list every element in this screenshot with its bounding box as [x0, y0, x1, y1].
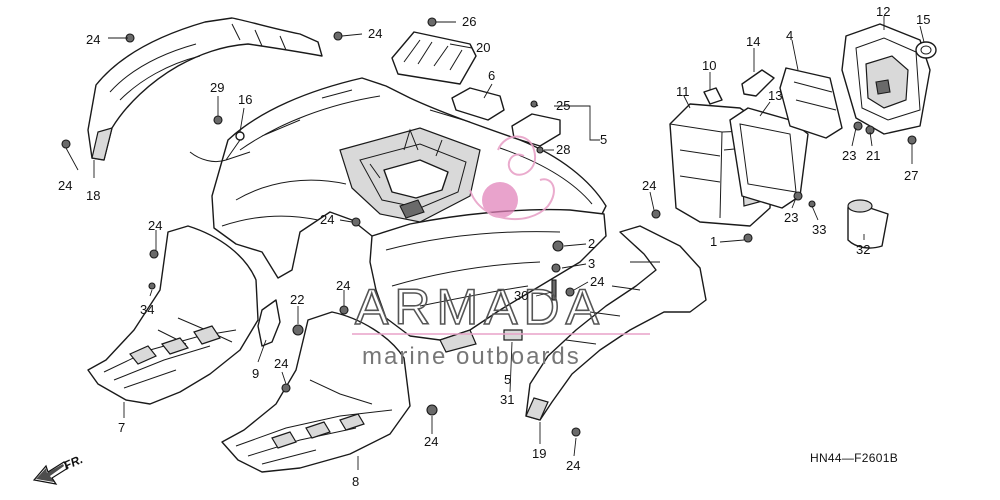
leader-lines [65, 16, 925, 470]
callout-5: 5 [504, 372, 511, 387]
callout-1: 1 [710, 234, 717, 249]
callout-23: 23 [784, 210, 798, 225]
callout-6: 6 [488, 68, 495, 83]
watermark-tagline: marine outboards [362, 343, 581, 370]
callout-24: 24 [320, 212, 334, 227]
callout-4: 4 [786, 28, 793, 43]
part-10-clip [703, 87, 723, 105]
callout-26: 26 [462, 14, 476, 29]
callout-15: 15 [916, 12, 930, 27]
callout-33: 33 [812, 222, 826, 237]
part-9-bracket [257, 299, 281, 347]
callout-23: 23 [842, 148, 856, 163]
part-8-footrest-right [221, 311, 411, 473]
callout-13: 13 [768, 88, 782, 103]
callout-24: 24 [336, 278, 350, 293]
callout-12: 12 [876, 4, 890, 19]
callout-18: 18 [86, 188, 100, 203]
diagram-code: HN44—F2601B [810, 451, 898, 465]
part-20-bracket [391, 31, 477, 85]
callout-24: 24 [58, 178, 72, 193]
part-12-lid [841, 23, 931, 135]
part-18-mudguard-left [87, 17, 323, 161]
callout-16: 16 [238, 92, 252, 107]
callout-28: 28 [556, 142, 570, 157]
fasteners [61, 17, 917, 437]
armada-logo-icon [469, 135, 555, 220]
part-4-plate [779, 67, 843, 139]
callout-labels: 24 18 24 24 26 20 6 29 16 25 5 28 10 14 … [58, 4, 930, 489]
callout-5: 5 [600, 132, 607, 147]
callout-14: 14 [746, 34, 760, 49]
callout-8: 8 [352, 474, 359, 489]
callout-9: 9 [252, 366, 259, 381]
callout-24: 24 [368, 26, 382, 41]
part-rear-fender-right [369, 208, 607, 353]
part-19-mudguard-right [525, 225, 707, 421]
callout-24: 24 [424, 434, 438, 449]
callout-22: 22 [290, 292, 304, 307]
callout-11: 11 [676, 84, 690, 99]
callout-2: 2 [588, 236, 595, 251]
part-6-plate [451, 87, 505, 121]
part-15-ring [915, 41, 937, 59]
part-14-bracket [741, 69, 775, 97]
callout-24: 24 [566, 458, 580, 473]
callout-32: 32 [856, 242, 870, 257]
callout-25: 25 [556, 98, 570, 113]
callout-3: 3 [588, 256, 595, 271]
callout-24: 24 [274, 356, 288, 371]
callout-20: 20 [476, 40, 490, 55]
direction-label: FR. [62, 452, 85, 473]
watermark-brand: ARMADA [355, 279, 605, 335]
callout-29: 29 [210, 80, 224, 95]
part-7-footrest-left [87, 225, 259, 405]
callout-34: 34 [140, 302, 154, 317]
part-32-cylinder [847, 199, 889, 249]
callout-24: 24 [590, 274, 604, 289]
callout-24: 24 [642, 178, 656, 193]
callout-24: 24 [148, 218, 162, 233]
callout-10: 10 [702, 58, 716, 73]
callout-27: 27 [904, 168, 918, 183]
callout-21: 21 [866, 148, 880, 163]
callout-30: 30 [514, 288, 528, 303]
callout-24: 24 [86, 32, 100, 47]
callout-31: 31 [500, 392, 514, 407]
front-arrow-icon [32, 461, 69, 485]
callout-7: 7 [118, 420, 125, 435]
callout-19: 19 [532, 446, 546, 461]
